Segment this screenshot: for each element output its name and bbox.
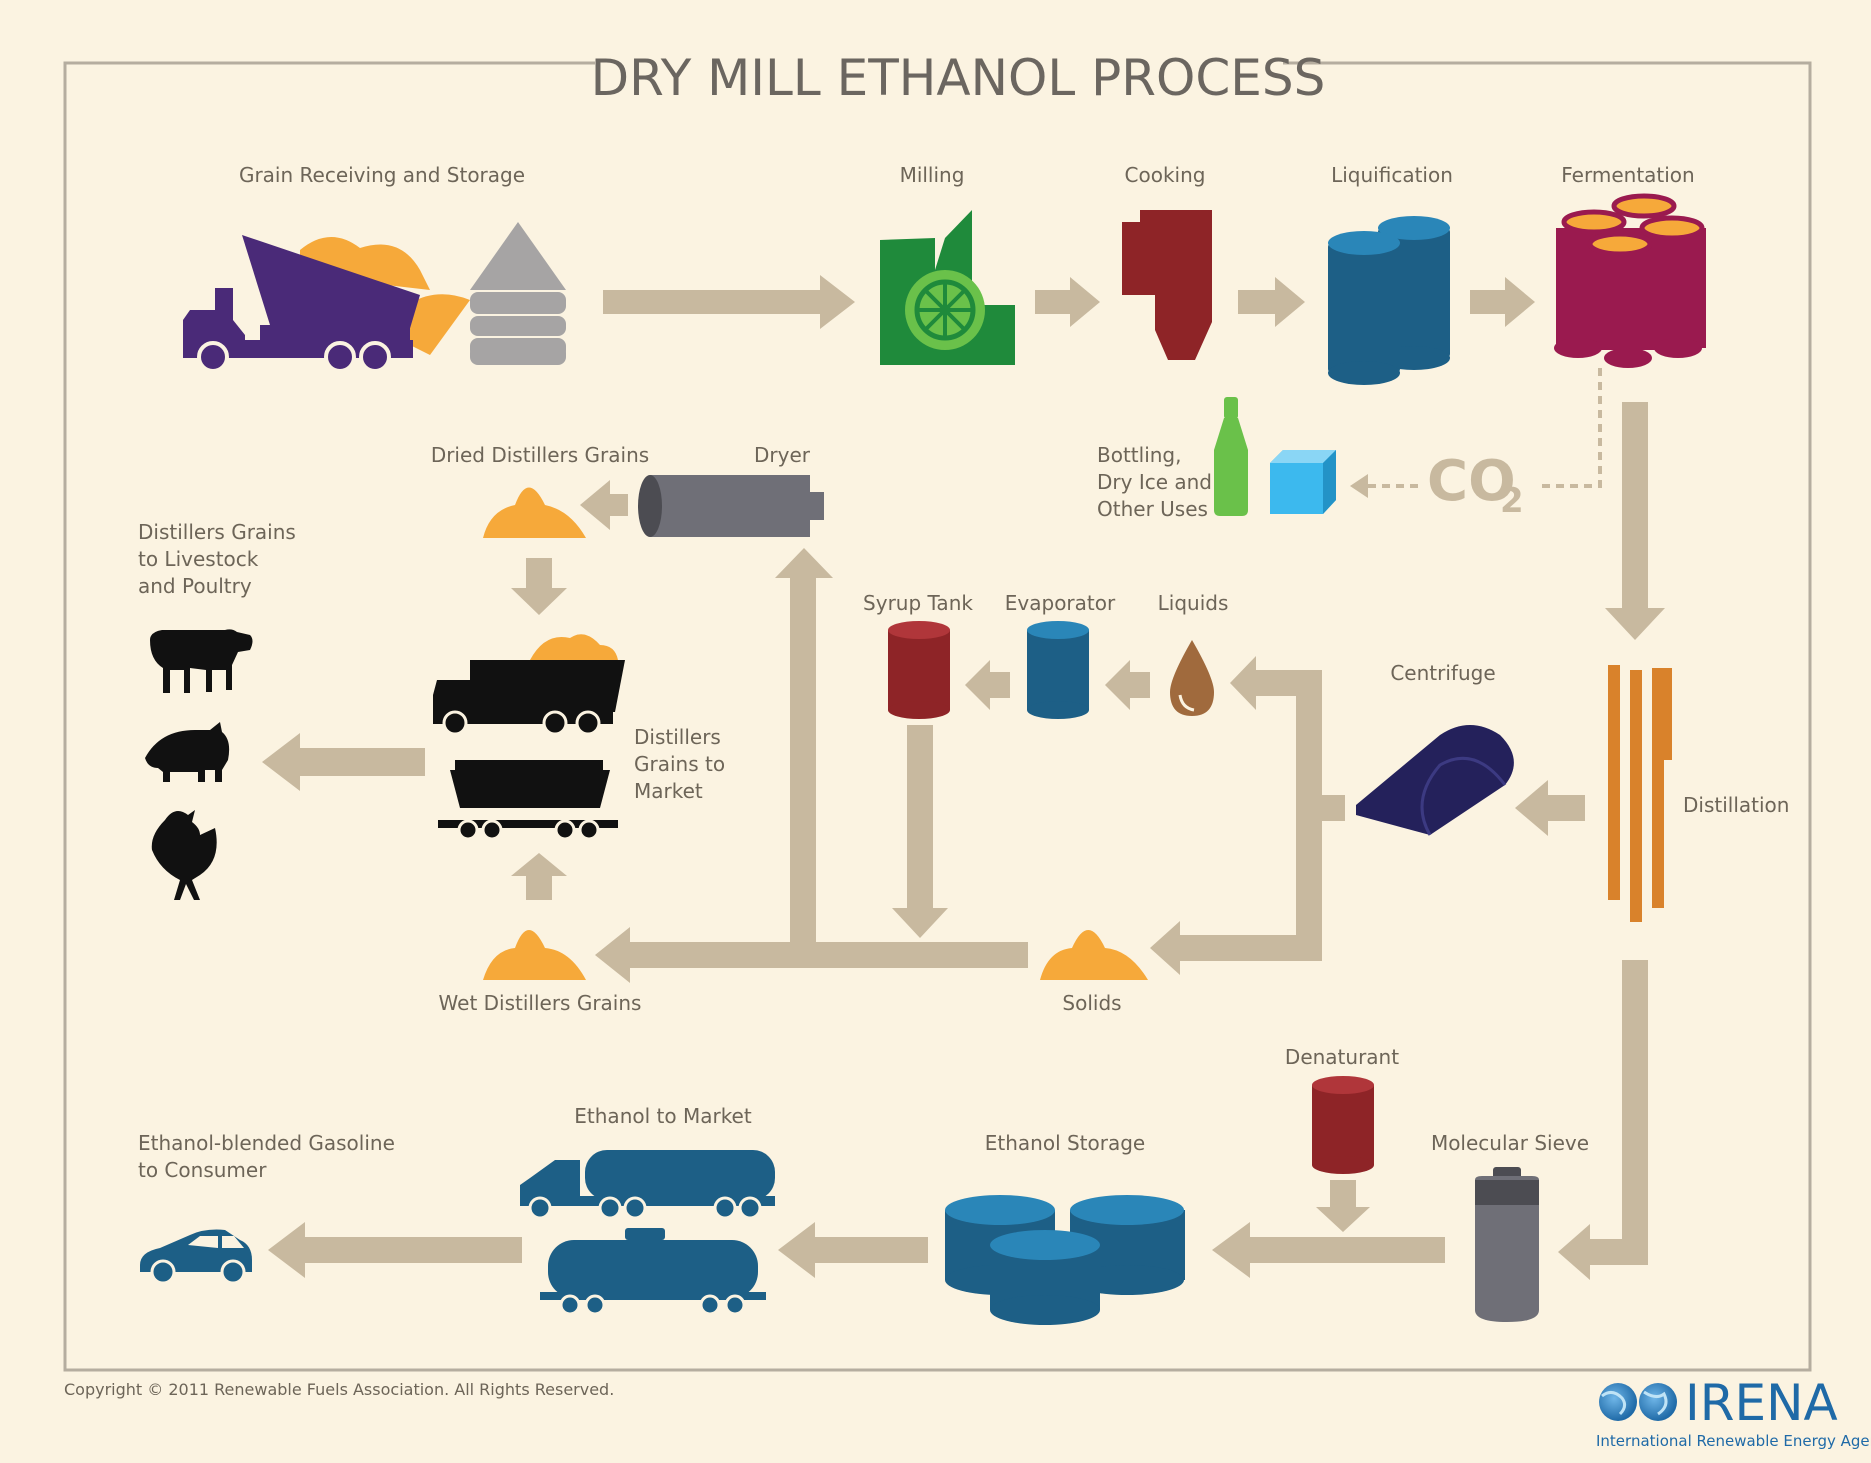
label-liquification: Liquification: [1331, 163, 1453, 187]
dump-truck-icon: [183, 235, 470, 373]
liquification-tanks-icon: [1328, 216, 1450, 385]
globe-icon-left: [1599, 1383, 1637, 1421]
co2-flow: [1365, 368, 1602, 488]
label-dryer: Dryer: [754, 443, 811, 467]
arrow-denaturant-down: [1316, 1180, 1370, 1232]
arrow-to-solids: [1150, 921, 1322, 975]
distillation-columns-icon: [1608, 665, 1672, 922]
irena-logo-subtitle: International Renewable Energy Agency: [1596, 1432, 1871, 1450]
bottle-icon: [1214, 397, 1248, 516]
evaporator-icon: [1027, 621, 1089, 719]
syrup-tank-icon: [888, 621, 950, 719]
arrow-liquids-to-evaporator: [1105, 660, 1150, 710]
label-solids: Solids: [1062, 991, 1121, 1015]
arrow-distillation-to-centrifuge: [1515, 780, 1585, 836]
grain-silo-icon: [470, 222, 566, 365]
arrow-cooking-to-liquification: [1238, 277, 1305, 327]
label-cooking: Cooking: [1125, 163, 1206, 187]
frame: [63, 61, 1812, 1372]
label-denaturant: Denaturant: [1285, 1045, 1399, 1069]
arrow-distillation-to-sieve: [1558, 960, 1648, 1280]
label-bottling-2: Dry Ice and: [1097, 470, 1212, 494]
co2-subscript: 2: [1500, 481, 1524, 521]
label-milling: Milling: [900, 163, 965, 187]
arrow-sieve-to-storage: [1212, 1222, 1445, 1278]
molecular-sieve-icon: [1475, 1167, 1539, 1322]
cow-icon: [150, 629, 253, 693]
label-livestock-3: and Poultry: [138, 574, 252, 598]
arrow-up-to-dryer: [775, 548, 833, 942]
cooker-icon: [1122, 210, 1212, 360]
chicken-icon: [151, 810, 217, 900]
irena-logo: [1599, 1383, 1677, 1421]
label-bottling-1: Bottling,: [1097, 443, 1181, 467]
grain-truck-icon: [433, 634, 625, 736]
label-livestock-2: to Livestock: [138, 547, 259, 571]
label-market-3: Market: [634, 779, 703, 803]
label-ethanol-storage: Ethanol Storage: [985, 1131, 1146, 1155]
label-dried-distillers-grains: Dried Distillers Grains: [431, 443, 649, 467]
arrow-evaporator-to-syrup: [965, 660, 1010, 710]
irena-logo-text: IRENA: [1685, 1374, 1838, 1432]
arrow-to-liquids: [1230, 656, 1322, 710]
tanker-railcar-icon: [540, 1228, 766, 1316]
label-distillation: Distillation: [1683, 793, 1789, 817]
arrow-liquification-to-fermentation: [1470, 277, 1535, 327]
label-livestock-1: Distillers Grains: [138, 520, 296, 544]
co2-label: CO: [1427, 449, 1516, 514]
arrow-solids-to-wdg: [595, 927, 1028, 983]
car-icon: [140, 1229, 252, 1285]
railcar-icon: [438, 760, 618, 841]
mill-icon: [880, 210, 1015, 365]
arrow-storage-to-market: [778, 1222, 928, 1278]
arrow-dryer-to-ddg: [580, 480, 628, 530]
label-wet-distillers-grains: Wet Distillers Grains: [439, 991, 642, 1015]
labels: Grain Receiving and Storage Milling Cook…: [64, 163, 1871, 1450]
centrifuge-icon: [1356, 725, 1514, 836]
label-centrifuge: Centrifuge: [1390, 661, 1495, 685]
co2-arrow-head: [1350, 474, 1368, 498]
arrow-market-to-livestock: [262, 733, 425, 791]
fermentation-tanks-icon: [1554, 193, 1706, 368]
liquid-drop-icon: [1170, 640, 1214, 716]
pig-icon: [145, 722, 230, 782]
label-syrup-tank: Syrup Tank: [863, 591, 973, 615]
ethanol-storage-tanks-icon: [945, 1195, 1185, 1325]
dried-grains-pile-icon: [483, 487, 586, 538]
label-consumer-1: Ethanol-blended Gasoline: [138, 1131, 395, 1155]
dryer-icon: [638, 475, 824, 537]
arrow-wdg-up: [511, 853, 567, 900]
wet-grains-pile-icon: [483, 930, 586, 980]
page-title: DRY MILL ETHANOL PROCESS: [591, 49, 1326, 107]
label-bottling-3: Other Uses: [1097, 497, 1208, 521]
denaturant-tank-icon: [1312, 1076, 1374, 1174]
arrow-ddg-down: [511, 558, 567, 615]
label-evaporator: Evaporator: [1005, 591, 1116, 615]
globe-icon-right: [1639, 1383, 1677, 1421]
arrow-milling-to-cooking: [1035, 277, 1100, 327]
label-liquids: Liquids: [1158, 591, 1229, 615]
flow-arrows: [262, 275, 1665, 1280]
label-market-1: Distillers: [634, 725, 721, 749]
arrow-split-vertical: [1296, 670, 1322, 960]
dry-ice-cube-icon: [1270, 450, 1336, 514]
arrow-market-to-consumer: [268, 1222, 522, 1278]
arrow-storage-to-milling: [603, 275, 855, 329]
arrow-fermentation-to-distillation: [1605, 402, 1665, 640]
label-consumer-2: to Consumer: [138, 1158, 267, 1182]
tanker-truck-icon: [520, 1150, 775, 1220]
copyright-text: Copyright © 2011 Renewable Fuels Associa…: [64, 1380, 614, 1399]
label-grain-receiving: Grain Receiving and Storage: [239, 163, 525, 187]
label-molecular-sieve: Molecular Sieve: [1431, 1131, 1589, 1155]
solids-pile-icon: [1040, 930, 1148, 980]
label-market-2: Grains to: [634, 752, 725, 776]
label-fermentation: Fermentation: [1561, 163, 1694, 187]
arrow-syrup-down: [892, 725, 948, 938]
label-ethanol-to-market: Ethanol to Market: [574, 1104, 752, 1128]
